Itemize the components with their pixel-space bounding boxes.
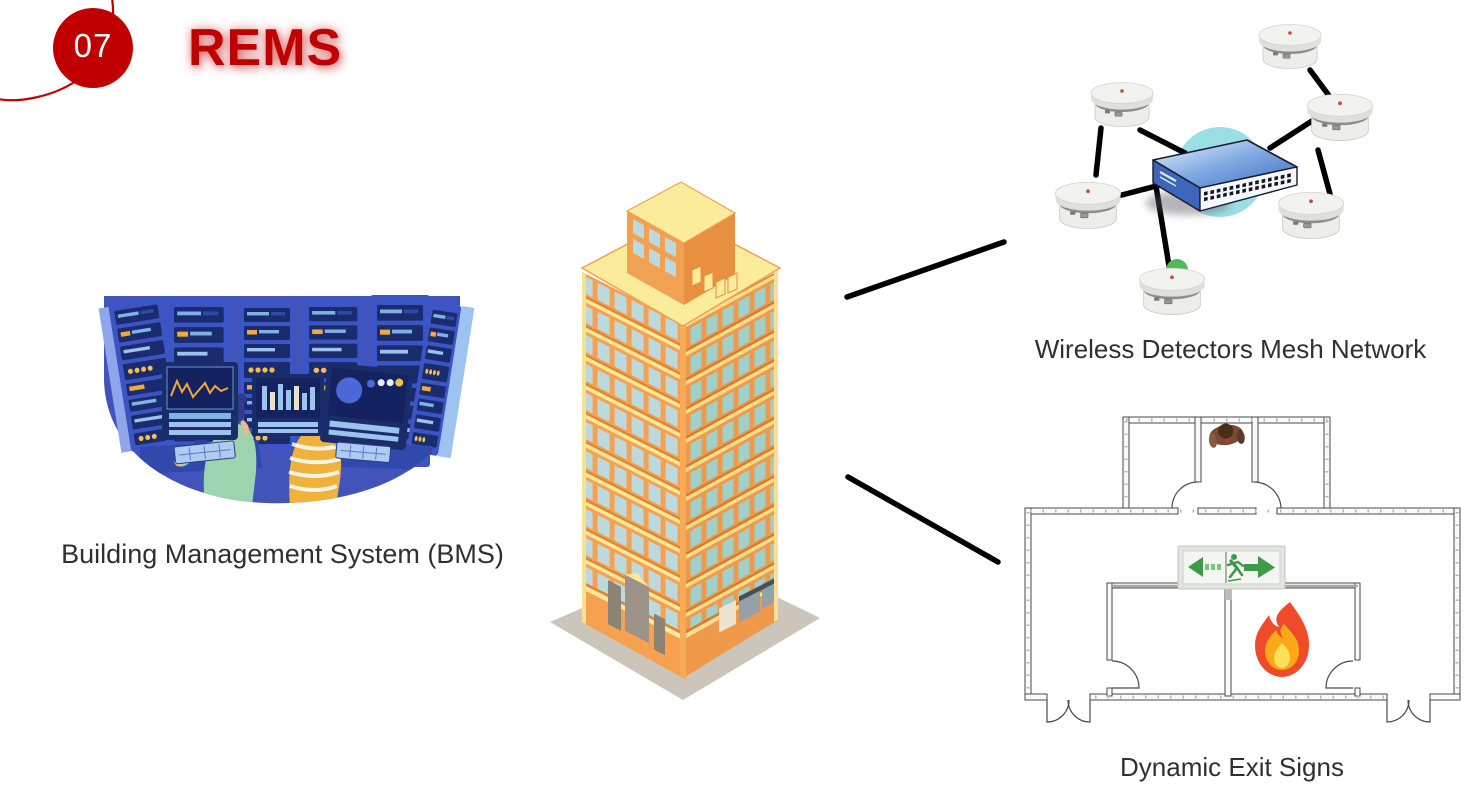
header-decoration	[0, 0, 133, 102]
building-face-left	[582, 272, 683, 678]
connector-building-to-mesh	[844, 239, 1007, 300]
keyboard-icon	[173, 440, 392, 465]
slide-title: REMS	[188, 19, 343, 77]
slide-number-badge	[53, 8, 133, 88]
mesh-network-illustration	[1054, 24, 1374, 316]
building-face-right	[683, 271, 778, 678]
wall-hatching	[1026, 418, 1459, 699]
running-man-pictogram	[1226, 554, 1245, 582]
monitor-left	[162, 362, 238, 452]
exit-arrow-right	[1258, 556, 1275, 578]
smoke-detector-icon	[1054, 181, 1122, 230]
network-switch-icon	[1152, 139, 1298, 212]
bms-label: Building Management System (BMS)	[61, 539, 504, 569]
smoke-detector-icon	[1138, 267, 1206, 316]
bms-control-room-illustration	[98, 295, 475, 504]
smoke-detector-icon	[1306, 93, 1374, 142]
exit-sign-icon	[1112, 545, 1358, 600]
fire-icon	[1255, 602, 1309, 677]
smoke-detector-icon	[1277, 191, 1345, 240]
building-roof-vents	[691, 265, 738, 299]
mesh-network-label: Wireless Detectors Mesh Network	[1034, 334, 1427, 364]
building-illustration	[550, 181, 820, 700]
exit-arrow-left	[1188, 557, 1203, 577]
slide-number: 07	[73, 27, 113, 64]
monitor-center	[252, 374, 324, 436]
monitor-right	[320, 362, 414, 463]
building-storefront	[719, 577, 774, 633]
floor-plan-walls	[1024, 416, 1461, 701]
building-penthouse	[625, 181, 738, 305]
door-arcs	[1046, 481, 1431, 723]
connector-building-to-floorplan	[845, 474, 1001, 565]
floor-plan-illustration	[1024, 416, 1461, 723]
smoke-detector-icon	[1090, 82, 1154, 127]
connectors	[844, 239, 1007, 565]
smoke-detector-icon	[1258, 24, 1322, 69]
switch-ports	[1204, 173, 1291, 202]
exit-signs-label: Dynamic Exit Signs	[1120, 752, 1344, 782]
building-entrance	[608, 572, 665, 656]
person-top-view-icon	[1208, 423, 1245, 448]
